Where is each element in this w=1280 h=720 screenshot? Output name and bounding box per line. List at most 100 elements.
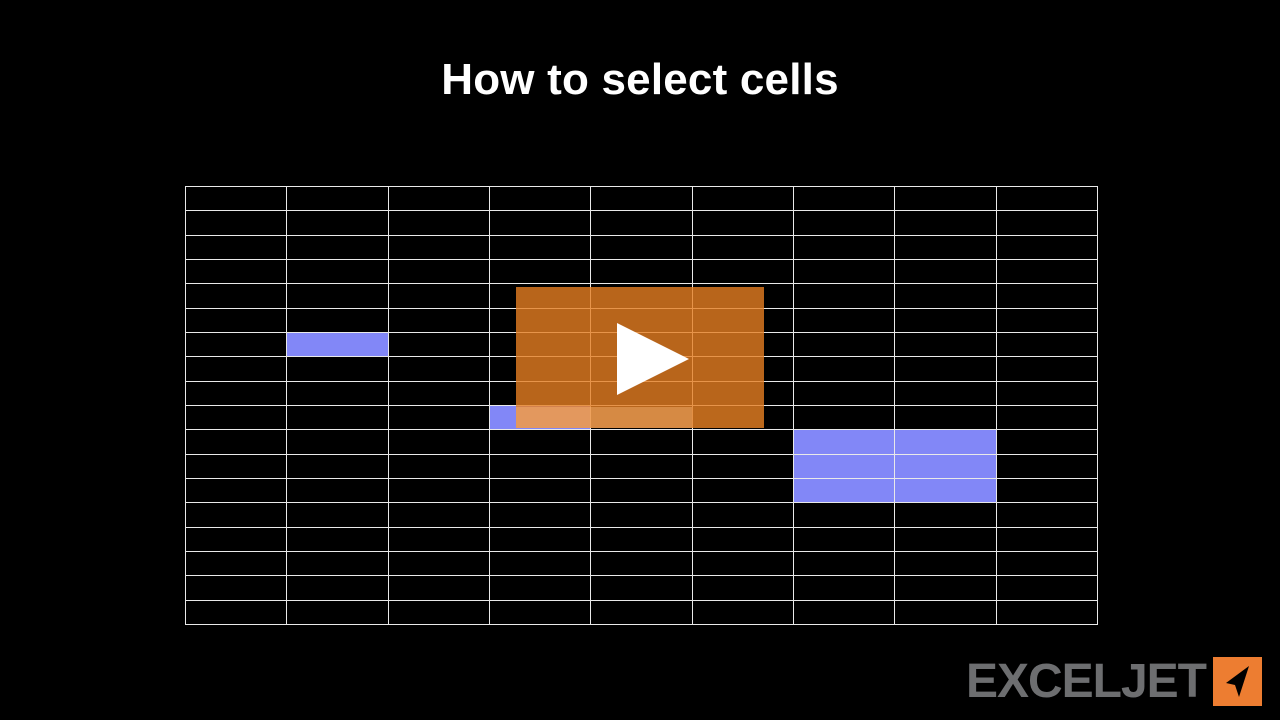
grid-cell[interactable] [590, 185, 693, 212]
video-play-overlay[interactable] [516, 287, 764, 428]
grid-cell[interactable] [894, 380, 997, 406]
grid-cell[interactable] [286, 550, 389, 577]
grid-cell[interactable] [995, 526, 1099, 552]
grid-cell[interactable] [488, 502, 592, 528]
grid-cell[interactable] [286, 502, 389, 528]
grid-cell[interactable] [995, 575, 1099, 601]
grid-cell[interactable] [286, 526, 389, 552]
grid-cell[interactable] [691, 477, 794, 504]
grid-cell[interactable] [792, 210, 896, 236]
grid-cell[interactable] [184, 575, 288, 601]
grid-cell-selected[interactable] [894, 477, 997, 504]
grid-cell[interactable] [387, 331, 490, 358]
grid-cell[interactable] [184, 502, 288, 528]
grid-cell[interactable] [488, 526, 592, 552]
grid-cell[interactable] [995, 283, 1099, 309]
grid-cell[interactable] [184, 356, 288, 382]
grid-cell-selected[interactable] [894, 453, 997, 479]
spreadsheet-grid[interactable] [184, 185, 1099, 626]
grid-cell[interactable] [286, 380, 389, 406]
grid-cell[interactable] [286, 210, 389, 236]
grid-cell[interactable] [792, 404, 896, 431]
grid-cell[interactable] [590, 526, 693, 552]
grid-cell[interactable] [184, 477, 288, 504]
grid-cell[interactable] [894, 550, 997, 577]
grid-cell[interactable] [995, 550, 1099, 577]
grid-cell[interactable] [387, 599, 490, 626]
grid-cell[interactable] [691, 453, 794, 479]
grid-cell[interactable] [387, 429, 490, 455]
grid-cell[interactable] [792, 575, 896, 601]
grid-cell[interactable] [995, 429, 1099, 455]
grid-cell[interactable] [286, 356, 389, 382]
grid-cell[interactable] [184, 185, 288, 212]
grid-cell[interactable] [590, 453, 693, 479]
grid-cell[interactable] [488, 258, 592, 285]
grid-cell[interactable] [995, 258, 1099, 285]
grid-cell[interactable] [387, 550, 490, 577]
grid-cell[interactable] [995, 477, 1099, 504]
grid-cell[interactable] [894, 331, 997, 358]
grid-cell[interactable] [590, 234, 693, 260]
grid-cell[interactable] [488, 575, 592, 601]
grid-cell[interactable] [590, 258, 693, 285]
grid-cell[interactable] [691, 210, 794, 236]
grid-cell[interactable] [286, 283, 389, 309]
grid-cell[interactable] [894, 210, 997, 236]
grid-cell[interactable] [995, 307, 1099, 333]
grid-cell[interactable] [691, 526, 794, 552]
grid-cell[interactable] [184, 283, 288, 309]
grid-cell[interactable] [995, 331, 1099, 358]
grid-cell[interactable] [387, 185, 490, 212]
grid-cell[interactable] [387, 258, 490, 285]
grid-cell[interactable] [590, 550, 693, 577]
grid-cell[interactable] [691, 575, 794, 601]
grid-cell[interactable] [590, 599, 693, 626]
grid-cell[interactable] [792, 185, 896, 212]
grid-cell[interactable] [792, 599, 896, 626]
grid-cell[interactable] [387, 477, 490, 504]
grid-cell[interactable] [387, 283, 490, 309]
grid-cell[interactable] [286, 404, 389, 431]
grid-cell[interactable] [286, 307, 389, 333]
grid-cell[interactable] [792, 526, 896, 552]
grid-cell[interactable] [286, 453, 389, 479]
grid-cell[interactable] [387, 307, 490, 333]
grid-cell[interactable] [286, 258, 389, 285]
grid-cell[interactable] [894, 526, 997, 552]
grid-cell[interactable] [995, 599, 1099, 626]
grid-cell[interactable] [590, 210, 693, 236]
grid-cell-selected[interactable] [286, 331, 389, 358]
grid-cell[interactable] [792, 550, 896, 577]
grid-table[interactable] [184, 185, 1099, 626]
grid-cell[interactable] [894, 599, 997, 626]
grid-cell[interactable] [184, 404, 288, 431]
grid-cell-selected[interactable] [792, 477, 896, 504]
grid-cell[interactable] [488, 599, 592, 626]
grid-cell[interactable] [691, 550, 794, 577]
grid-cell[interactable] [995, 502, 1099, 528]
grid-cell[interactable] [792, 234, 896, 260]
grid-cell[interactable] [792, 380, 896, 406]
grid-cell[interactable] [894, 575, 997, 601]
grid-cell[interactable] [691, 502, 794, 528]
grid-cell[interactable] [995, 380, 1099, 406]
play-triangle-icon[interactable] [617, 323, 689, 395]
grid-cell[interactable] [894, 185, 997, 212]
grid-cell[interactable] [286, 575, 389, 601]
grid-cell[interactable] [488, 453, 592, 479]
grid-cell[interactable] [286, 185, 389, 212]
grid-cell[interactable] [184, 380, 288, 406]
grid-cell[interactable] [387, 575, 490, 601]
grid-cell[interactable] [691, 185, 794, 212]
grid-cell[interactable] [488, 477, 592, 504]
grid-cell[interactable] [387, 453, 490, 479]
grid-cell-selected[interactable] [792, 429, 896, 455]
grid-cell[interactable] [184, 453, 288, 479]
grid-cell[interactable] [894, 307, 997, 333]
grid-cell[interactable] [894, 258, 997, 285]
grid-cell-selected[interactable] [894, 429, 997, 455]
grid-cell[interactable] [184, 331, 288, 358]
grid-cell[interactable] [184, 526, 288, 552]
grid-cell[interactable] [792, 307, 896, 333]
